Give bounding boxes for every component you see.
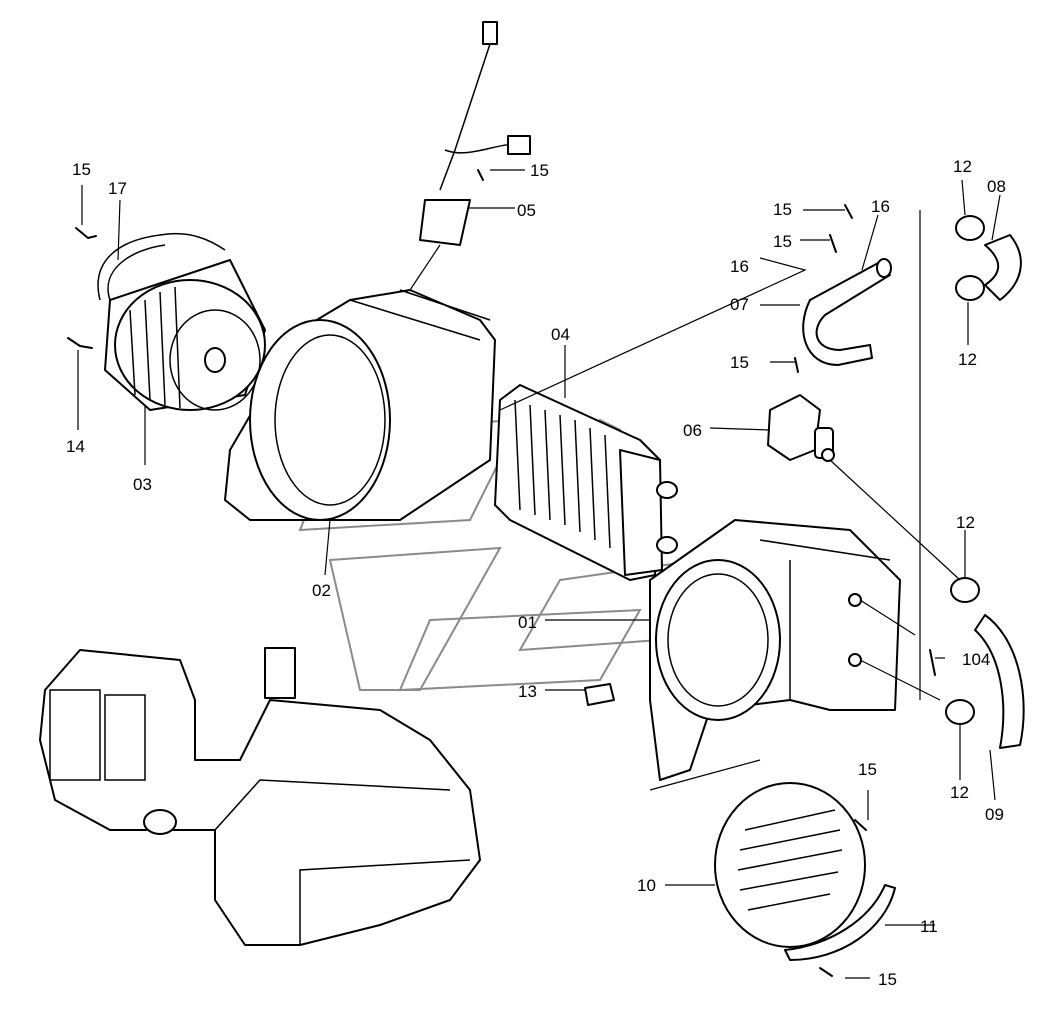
label-15-c: 15 — [773, 200, 792, 219]
label-12-a: 12 — [953, 157, 972, 176]
label-16-a: 16 — [871, 197, 890, 216]
hose-09-part — [974, 614, 1025, 749]
part-number-labels: 01 02 03 04 05 06 07 08 09 10 11 12 12 1… — [66, 157, 1006, 989]
label-104: 104 — [962, 650, 990, 669]
label-07: 07 — [730, 295, 749, 314]
label-17: 17 — [108, 179, 127, 198]
water-valve-part — [767, 394, 835, 462]
label-06: 06 — [683, 421, 702, 440]
label-15-a: 15 — [72, 160, 91, 179]
screw-parts — [67, 169, 936, 977]
label-12-d: 12 — [950, 783, 969, 802]
pipe-elbow-part — [802, 258, 892, 366]
hose-08-part — [984, 234, 1022, 301]
label-09: 09 — [985, 805, 1004, 824]
bracket-part — [784, 884, 896, 961]
label-15-f: 15 — [858, 760, 877, 779]
label-15-d: 15 — [773, 232, 792, 251]
label-04: 04 — [551, 325, 570, 344]
label-03: 03 — [133, 475, 152, 494]
label-10: 10 — [637, 876, 656, 895]
sensor-harness-part — [419, 21, 531, 246]
label-13: 13 — [518, 682, 537, 701]
blower-housing-part — [224, 289, 496, 521]
grille-part — [714, 782, 866, 948]
label-05: 05 — [517, 201, 536, 220]
leader-lines — [77, 169, 1001, 979]
label-02: 02 — [312, 581, 331, 600]
label-12-b: 12 — [958, 350, 977, 369]
excavator-overview — [39, 647, 481, 946]
label-15-b: 15 — [530, 161, 549, 180]
label-15-e: 15 — [730, 353, 749, 372]
label-01: 01 — [518, 613, 537, 632]
label-11: 11 — [920, 917, 938, 936]
hose-clamp-part — [945, 215, 985, 725]
label-14: 14 — [66, 437, 85, 456]
label-16-b: 16 — [730, 257, 749, 276]
clip-part — [584, 683, 615, 706]
label-08: 08 — [987, 177, 1006, 196]
heater-core-part — [494, 384, 678, 581]
heater-case-part — [649, 519, 901, 781]
label-15-g: 15 — [878, 970, 897, 989]
blower-motor-fan-part — [97, 232, 266, 411]
label-12-c: 12 — [956, 513, 975, 532]
